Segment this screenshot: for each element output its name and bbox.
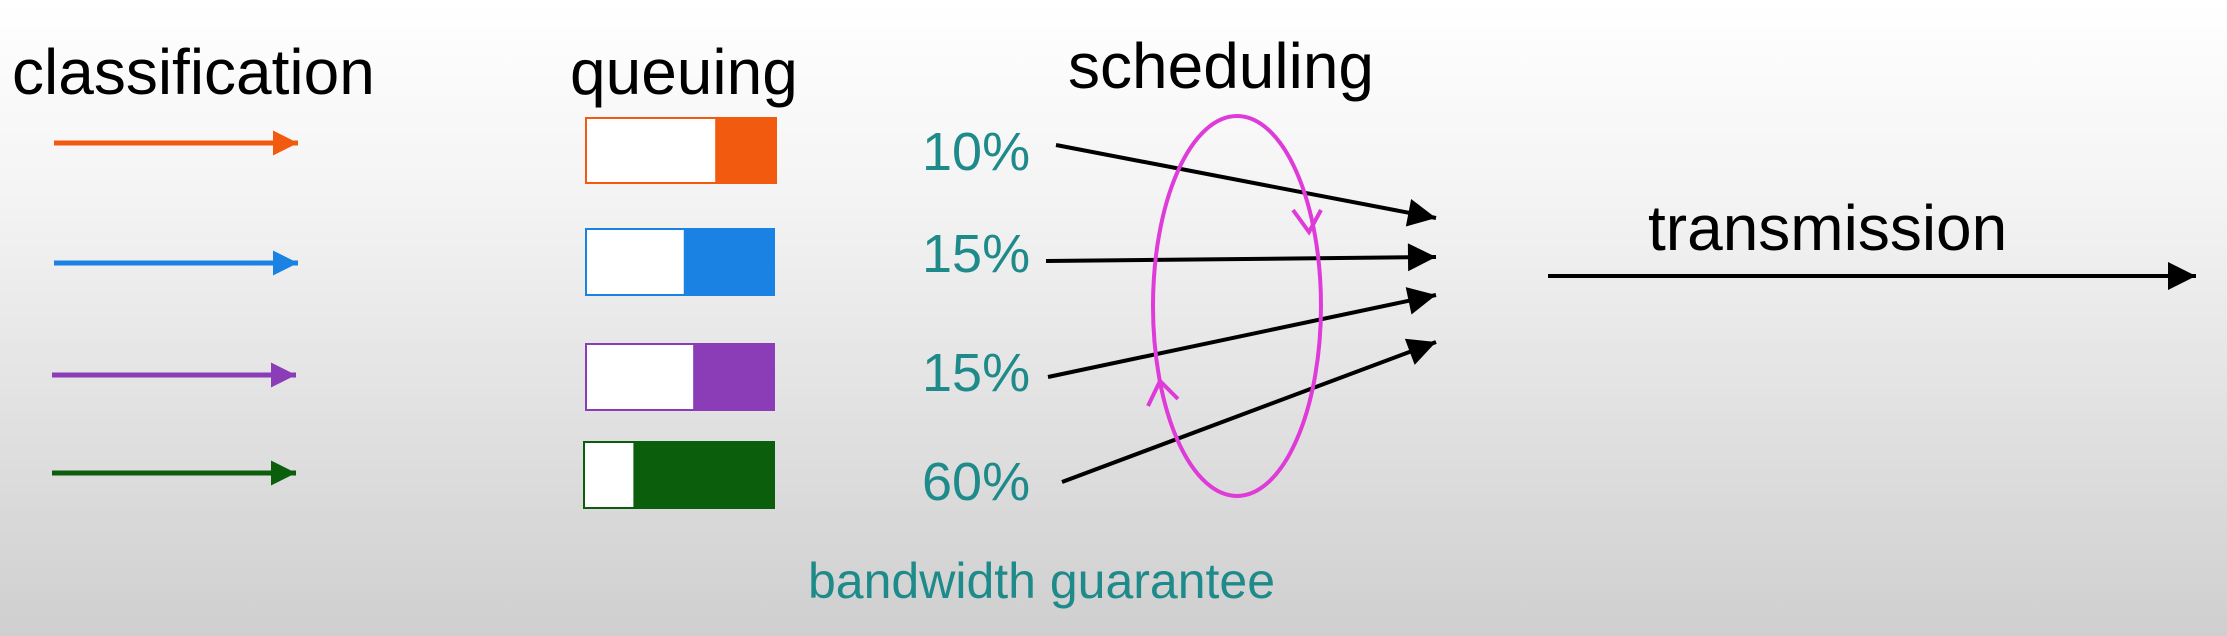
weight-label-1: 10% (922, 122, 1031, 182)
weight-label-2: 15% (922, 224, 1031, 284)
queue-orange (585, 117, 777, 184)
schedule-arrow-2 (1045, 243, 1437, 272)
cycle-arrowhead-down (1291, 208, 1323, 236)
queue-green (583, 441, 775, 509)
schedule-arrow-4 (1061, 338, 1437, 484)
cycle-arrowhead-up (1146, 377, 1180, 407)
schedule-arrow-1 (1055, 143, 1437, 227)
queue-purple (585, 343, 775, 411)
scheduling-heading: scheduling (1068, 30, 1374, 102)
weight-label-3: 15% (922, 343, 1031, 403)
transmission-heading: transmission (1648, 192, 2008, 264)
classification-heading: classification (12, 36, 375, 108)
bandwidth-caption: bandwidth guarantee (808, 553, 1276, 609)
scheduler-cycle (1151, 114, 1323, 498)
queuing-heading: queuing (570, 36, 798, 108)
weight-label-4: 60% (922, 452, 1031, 512)
queue-blue (585, 228, 775, 296)
schedule-arrow-3 (1047, 287, 1437, 379)
